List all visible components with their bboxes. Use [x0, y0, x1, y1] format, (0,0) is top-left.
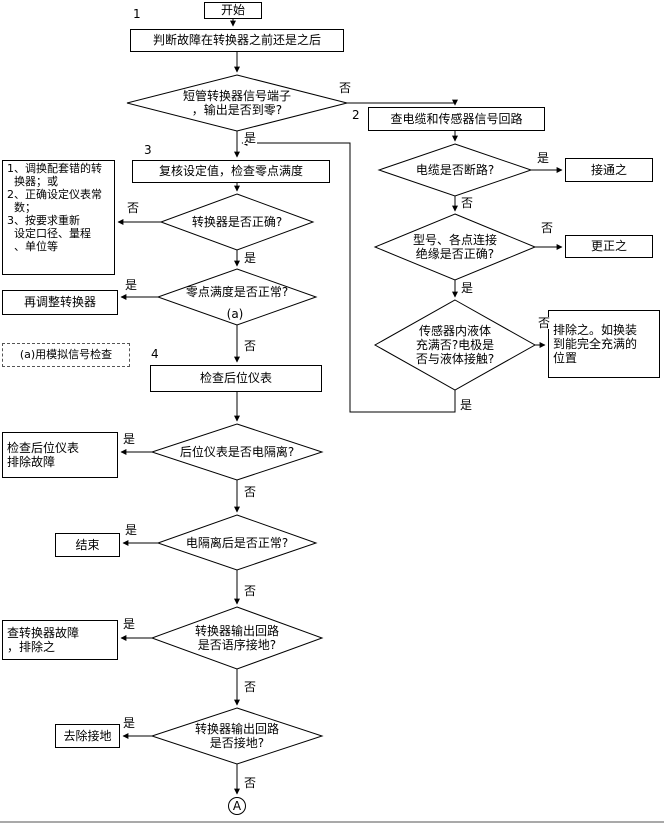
end-node: 结束 [55, 533, 120, 557]
start-node: 开始 [204, 2, 262, 19]
label-yes-d5-down: 是 [243, 251, 258, 265]
check-downstream-box: 检查后位仪表 [150, 365, 322, 392]
label-no-d1-right: 否 [338, 81, 353, 95]
label-no-d3-right: 否 [540, 221, 555, 235]
label-no-d10-down: 否 [243, 776, 258, 790]
diamond-cable-open [377, 143, 533, 197]
diamond-zero-span [156, 268, 318, 326]
label-yes-d6-left: 是 [124, 278, 139, 292]
edge-sensorloop-back-to-review [241, 140, 456, 413]
diamond-output-zero [126, 74, 348, 132]
readjust-converter-box: 再调整转换器 [2, 290, 118, 315]
label-no-d2-down: 否 [460, 196, 475, 210]
diamond-after-isolation [156, 514, 318, 571]
connector-a-node: A [228, 797, 246, 815]
diamond-sensor-liquid [373, 299, 537, 391]
step-number-3: 3 [144, 143, 152, 157]
review-setpoint-box: 复核设定值，检查零点满度 [132, 160, 330, 183]
label-yes-d7-left: 是 [122, 432, 137, 446]
label-no-d7-down: 否 [243, 485, 258, 499]
diamond-downstream-isolated [150, 423, 324, 481]
correct-it-box: 更正之 [565, 235, 653, 258]
label-yes-d9-left: 是 [122, 617, 137, 631]
check-downstream-fix-box: 检查后位仪表 排除故障 [2, 432, 118, 478]
diamond-output-ground-allowed [150, 606, 324, 670]
label-no-d9-down: 否 [243, 680, 258, 694]
step-number-2: 2 [352, 108, 360, 122]
diamond-converter-correct [159, 193, 315, 251]
remove-ground-box: 去除接地 [55, 724, 120, 748]
label-yes-d1-down: 是 [243, 131, 258, 145]
label-yes-d4-down: 是 [459, 398, 474, 412]
resolve-refit-box: 排除之。如换装 到能完全充满的 位置 [548, 310, 660, 378]
label-yes-d8-left: 是 [124, 523, 139, 537]
decision-diamonds [126, 74, 537, 765]
label-no-d8-down: 否 [243, 584, 258, 598]
connector-lines [117, 19, 563, 795]
label-yes-d3-down: 是 [460, 281, 475, 295]
step-number-4: 4 [151, 347, 159, 361]
connect-it-box: 接通之 [565, 158, 653, 182]
edge-d1-checkcable [347, 99, 458, 106]
judge-fault-box: 判断故障在转换器之前还是之后 [130, 29, 344, 52]
label-no-d4-right: 否 [537, 316, 552, 330]
label-no-d5-left: 否 [126, 201, 141, 215]
check-cable-sensor-box: 查电缆和传感器信号回路 [368, 107, 545, 131]
step-number-1: 1 [133, 7, 141, 21]
label-yes-d10-left: 是 [122, 716, 137, 730]
find-converter-fault-box: 查转换器故障 ，排除之 [2, 620, 118, 660]
diamond-output-grounded [150, 707, 324, 765]
analog-signal-note-box: (a)用模拟信号检查 [2, 343, 130, 367]
corrective-notes-box: 1、调换配套错的转 换器；或 2、正确设定仪表常 数； 3、按要求重新 设定口径… [2, 160, 115, 275]
label-yes-d2-right: 是 [536, 151, 551, 165]
diamond-model-insulation [373, 213, 537, 281]
label-no-d6-down: 否 [243, 339, 258, 353]
